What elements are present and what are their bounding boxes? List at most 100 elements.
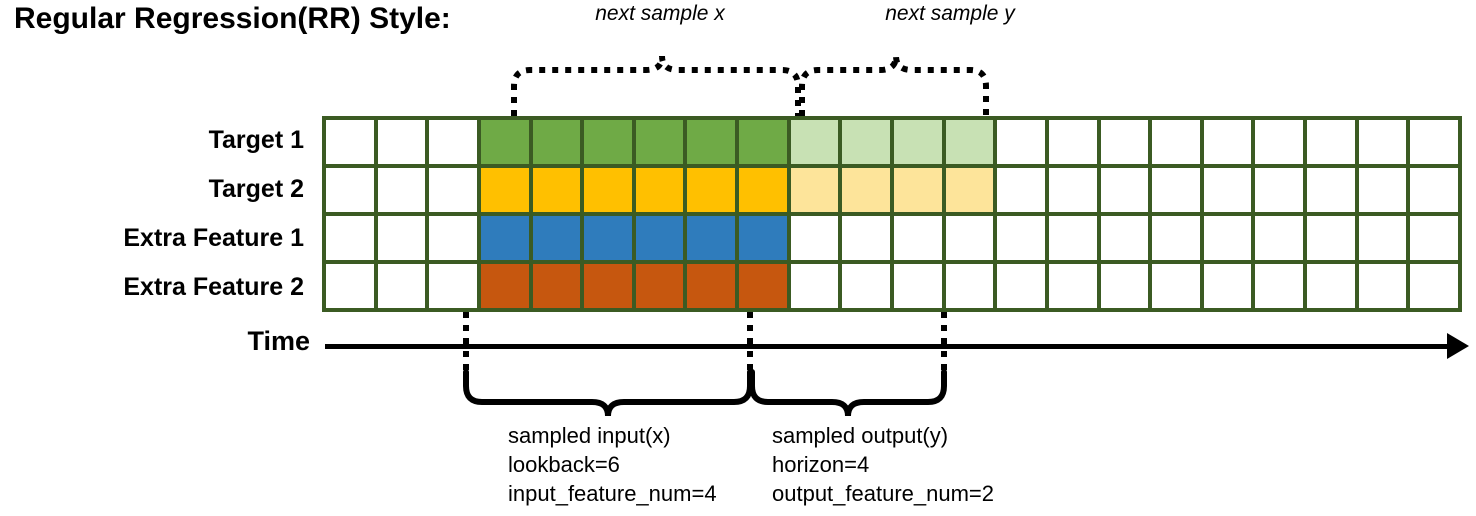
sampled-output-horizon: horizon=4	[772, 452, 870, 477]
grid-cell-r2-c21	[1358, 168, 1407, 212]
grid-cell-r4-c16	[1100, 264, 1149, 308]
grid-cell-r3-c7	[635, 216, 684, 260]
grid-cell-r1-c1	[326, 120, 374, 164]
grid-cell-r2-c20	[1307, 168, 1355, 212]
grid-cell-r3-c1	[326, 216, 374, 260]
grid-cell-r1-c5	[532, 120, 581, 164]
timeseries-grid	[322, 116, 1462, 312]
grid-cell-r4-c6	[584, 264, 632, 308]
grid-cell-r2-c1	[326, 168, 374, 212]
sampled-output-annotation: sampled output(y) horizon=4 output_featu…	[772, 421, 994, 508]
grid-cell-r4-c3	[429, 264, 477, 308]
grid-cell-r2-c7	[635, 168, 684, 212]
grid-cell-r3-c6	[584, 216, 632, 260]
grid-cell-r4-c12	[894, 264, 942, 308]
grid-cell-r1-c10	[790, 120, 839, 164]
grid-cell-r3-c13	[945, 216, 994, 260]
grid-cell-r4-c14	[997, 264, 1045, 308]
grid-cell-r2-c14	[997, 168, 1045, 212]
grid-cell-r3-c2	[377, 216, 426, 260]
grid-cell-r1-c19	[1255, 120, 1304, 164]
grid-cell-r1-c21	[1358, 120, 1407, 164]
row-label-target-1: Target 1	[208, 126, 304, 154]
grid-cell-r1-c2	[377, 120, 426, 164]
grid-cell-r2-c19	[1255, 168, 1304, 212]
time-axis-label: Time	[247, 326, 310, 356]
grid-cell-r4-c21	[1358, 264, 1407, 308]
right-arrow-icon	[1447, 333, 1469, 359]
grid-cell-r1-c17	[1152, 120, 1200, 164]
grid-cell-r3-c4	[480, 216, 529, 260]
grid-cell-r3-c14	[997, 216, 1045, 260]
grid-cell-r4-c9	[739, 264, 787, 308]
grid-cell-r2-c2	[377, 168, 426, 212]
grid-cell-r2-c16	[1100, 168, 1149, 212]
grid-cell-r1-c7	[635, 120, 684, 164]
top-brace-next-sample-y	[799, 55, 989, 116]
grid-cell-r1-c22	[1410, 120, 1458, 164]
grid-cell-r2-c22	[1410, 168, 1458, 212]
grid-cell-r1-c8	[687, 120, 736, 164]
grid-cell-r1-c3	[429, 120, 477, 164]
grid-cell-r2-c17	[1152, 168, 1200, 212]
grid-cell-r1-c4	[480, 120, 529, 164]
grid-cell-r3-c19	[1255, 216, 1304, 260]
next-sample-y-label: next sample y	[885, 2, 1015, 25]
grid-cell-r1-c20	[1307, 120, 1355, 164]
bottom-brace-sampled-output	[749, 369, 947, 417]
grid-cell-r1-c15	[1048, 120, 1097, 164]
grid-cell-r4-c2	[377, 264, 426, 308]
sampled-input-lookback: lookback=6	[508, 452, 620, 477]
grid-cell-r4-c22	[1410, 264, 1458, 308]
grid-cell-r2-c15	[1048, 168, 1097, 212]
grid-cell-r1-c18	[1203, 120, 1252, 164]
grid-cell-r3-c5	[532, 216, 581, 260]
grid-cell-r1-c12	[894, 120, 942, 164]
grid-cell-r2-c18	[1203, 168, 1252, 212]
grid-cell-r1-c11	[842, 120, 890, 164]
grid-cell-r4-c17	[1152, 264, 1200, 308]
grid-cell-r2-c3	[429, 168, 477, 212]
grid-cell-r4-c11	[842, 264, 890, 308]
row-label-column: Target 1 Target 2 Extra Feature 1 Extra …	[0, 116, 312, 312]
top-brace-next-sample-x	[511, 55, 801, 116]
grid-cell-r2-c11	[842, 168, 890, 212]
grid-cell-r3-c15	[1048, 216, 1097, 260]
time-axis-line	[325, 344, 1455, 349]
grid-cell-r1-c14	[997, 120, 1045, 164]
row-label-target-2: Target 2	[208, 175, 304, 203]
grid-cell-r4-c20	[1307, 264, 1355, 308]
grid-cell-r3-c12	[894, 216, 942, 260]
grid-cell-r3-c18	[1203, 216, 1252, 260]
grid-cell-r1-c16	[1100, 120, 1149, 164]
grid-cell-r4-c19	[1255, 264, 1304, 308]
grid-cell-r2-c6	[584, 168, 632, 212]
grid-cell-r2-c5	[532, 168, 581, 212]
grid-cell-r4-c10	[790, 264, 839, 308]
sampled-input-title: sampled input(x)	[508, 423, 671, 448]
grid-cell-r3-c8	[687, 216, 736, 260]
page-title: Regular Regression(RR) Style:	[14, 2, 451, 35]
grid-cell-r3-c22	[1410, 216, 1458, 260]
grid-cell-r4-c7	[635, 264, 684, 308]
grid-cell-r3-c11	[842, 216, 890, 260]
next-sample-x-label: next sample x	[595, 2, 725, 25]
grid-cell-r2-c9	[739, 168, 787, 212]
grid-cell-r3-c10	[790, 216, 839, 260]
row-label-extra-feature-2: Extra Feature 2	[123, 273, 304, 301]
sampled-output-title: sampled output(y)	[772, 423, 949, 448]
row-label-extra-feature-1: Extra Feature 1	[123, 224, 304, 252]
grid-cell-r4-c4	[480, 264, 529, 308]
grid-cell-r1-c6	[584, 120, 632, 164]
bottom-brace-sampled-input	[463, 369, 753, 417]
grid-cell-r1-c13	[945, 120, 994, 164]
grid-cell-r2-c12	[894, 168, 942, 212]
grid-cell-r4-c5	[532, 264, 581, 308]
grid-cell-r4-c13	[945, 264, 994, 308]
grid-cell-r3-c17	[1152, 216, 1200, 260]
sampled-input-annotation: sampled input(x) lookback=6 input_featur…	[508, 421, 717, 508]
grid-cell-r2-c10	[790, 168, 839, 212]
grid-cell-r3-c3	[429, 216, 477, 260]
grid-cell-r4-c8	[687, 264, 736, 308]
grid-cell-r3-c20	[1307, 216, 1355, 260]
